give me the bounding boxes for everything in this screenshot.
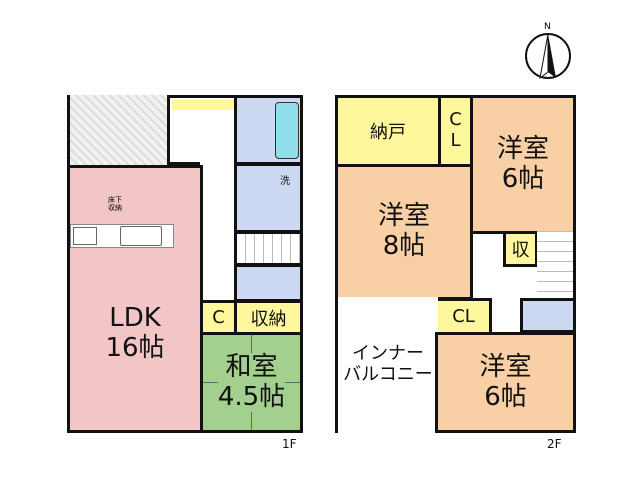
western-room-6-bottom: 洋室 6帖 — [435, 332, 576, 433]
north-compass: N — [522, 22, 574, 82]
sink-icon — [120, 226, 162, 246]
closet-1f: C — [200, 300, 237, 335]
hallway-1f — [200, 162, 237, 302]
toilet-2f — [520, 298, 576, 333]
underfloor-storage-label: 床下 収納 — [108, 196, 122, 213]
compass-north-label: N — [544, 22, 551, 32]
inner-balcony: インナー バルコニー — [335, 297, 438, 433]
washroom: 洗 — [234, 163, 303, 233]
toilet-1f — [234, 264, 303, 302]
stairs-1f — [234, 231, 303, 266]
storeroom: 納戸 — [335, 95, 441, 167]
western-room-6-top: 洋室 6帖 — [470, 95, 576, 234]
storage-2f: 収 — [503, 231, 538, 267]
ldk-room: LDK 16帖 — [67, 165, 203, 433]
floor2-label: 2F — [547, 437, 562, 451]
western-room-8: 洋室 8帖 — [335, 164, 473, 300]
closet-bottom-2f: CL — [435, 298, 492, 335]
stove-icon — [73, 227, 97, 245]
bathtub-icon — [275, 102, 299, 159]
closet-top-2f: C L — [438, 95, 473, 167]
storage-1f: 収納 — [234, 300, 303, 335]
japanese-room: 和室 4.5帖 — [200, 332, 303, 433]
floor1-label: 1F — [282, 437, 297, 451]
terrace — [67, 95, 170, 167]
entrance-shelf — [172, 100, 234, 110]
stairs-2f — [537, 231, 576, 301]
